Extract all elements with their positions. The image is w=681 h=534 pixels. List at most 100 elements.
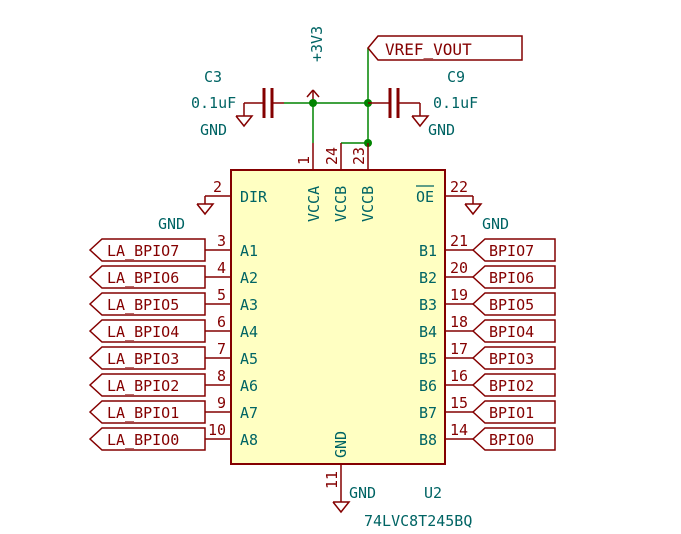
net-label-shape[interactable] — [88, 346, 206, 370]
pin-number: 7 — [217, 340, 226, 358]
oe-gnd-label: GND — [482, 215, 509, 233]
pin-number: 6 — [217, 313, 226, 331]
pin-number: 18 — [450, 313, 468, 331]
net-label-shape[interactable] — [88, 292, 206, 316]
pin-name: B6 — [419, 377, 437, 395]
pin-vccb-name: VCCB — [332, 186, 350, 222]
pin-23-number: 23 — [350, 147, 368, 165]
pin-vccb-name: VCCB — [359, 186, 377, 222]
net-label: LA_BPIO7 — [107, 242, 179, 260]
vref-vout-label-shape[interactable] — [367, 35, 523, 61]
pin-22-number: 22 — [450, 178, 468, 196]
pin-name: A2 — [240, 269, 258, 287]
net-label-shape[interactable] — [88, 400, 206, 424]
net-label-shape[interactable] — [88, 427, 206, 451]
pin-number: 4 — [217, 259, 226, 277]
pin-name: B8 — [419, 431, 437, 449]
pin-name: B7 — [419, 404, 437, 422]
net-label: BPIO6 — [489, 269, 534, 287]
pin-number: 14 — [450, 421, 468, 439]
pin-name: B5 — [419, 350, 437, 368]
net-label: BPIO3 — [489, 350, 534, 368]
net-label: LA_BPIO6 — [107, 269, 179, 287]
net-label-shape[interactable] — [471, 346, 556, 370]
pin-gnd-wire — [332, 464, 351, 514]
c9-ref: C9 — [447, 68, 465, 86]
power-3v3-label: +3V3 — [308, 26, 326, 62]
c9-gnd-label: GND — [428, 121, 455, 139]
pin-number: 21 — [450, 232, 468, 250]
pin-24-number: 24 — [323, 147, 341, 165]
c3-ref: C3 — [204, 68, 222, 86]
net-label-shape[interactable] — [471, 292, 556, 316]
pin-name: A7 — [240, 404, 258, 422]
c3-gnd-label: GND — [200, 121, 227, 139]
net-label: BPIO2 — [489, 377, 534, 395]
net-label-shape[interactable] — [471, 238, 556, 262]
pin-oe-wire — [445, 195, 483, 216]
net-label: LA_BPIO1 — [107, 404, 179, 422]
pin-number: 9 — [217, 394, 226, 412]
net-label-shape[interactable] — [471, 400, 556, 424]
ic-part: 74LVC8T245BQ — [364, 512, 472, 530]
pin-gnd-name: GND — [332, 431, 350, 458]
pin-number: 10 — [208, 421, 226, 439]
net-label-shape[interactable] — [471, 373, 556, 397]
net-label: LA_BPIO3 — [107, 350, 179, 368]
pin-dir-wire — [196, 195, 231, 216]
dir-gnd-label: GND — [158, 215, 185, 233]
pin-number: 19 — [450, 286, 468, 304]
pin-number: 15 — [450, 394, 468, 412]
net-label-shape[interactable] — [471, 319, 556, 343]
net-label-shape[interactable] — [88, 238, 206, 262]
net-label-shape[interactable] — [88, 319, 206, 343]
pin-number: 16 — [450, 367, 468, 385]
pin-name: B2 — [419, 269, 437, 287]
wires — [284, 48, 369, 144]
pin-name: A4 — [240, 323, 258, 341]
ic-body[interactable] — [230, 169, 446, 465]
pin-name: B3 — [419, 296, 437, 314]
pin-name: A5 — [240, 350, 258, 368]
pin-name: A8 — [240, 431, 258, 449]
pin-oe-name: OE — [416, 188, 434, 206]
pin-number: 3 — [217, 232, 226, 250]
pin-name: A6 — [240, 377, 258, 395]
net-label: LA_BPIO2 — [107, 377, 179, 395]
pin-number: 8 — [217, 367, 226, 385]
net-label: BPIO7 — [489, 242, 534, 260]
c9-value: 0.1uF — [433, 94, 478, 112]
pin-dir-name: DIR — [240, 188, 268, 206]
top-pin-wires — [312, 143, 369, 170]
net-label: BPIO0 — [489, 431, 534, 449]
pin-2-number: 2 — [213, 178, 222, 196]
net-label: BPIO5 — [489, 296, 534, 314]
pin-name: B4 — [419, 323, 437, 341]
net-label: LA_BPIO4 — [107, 323, 179, 341]
capacitor-c9[interactable] — [368, 88, 430, 128]
pin-number: 5 — [217, 286, 226, 304]
net-label: LA_BPIO0 — [107, 431, 179, 449]
capacitor-c3[interactable] — [235, 88, 284, 128]
pin-name: A3 — [240, 296, 258, 314]
vref-vout-label: VREF_VOUT — [385, 40, 472, 59]
net-label: LA_BPIO5 — [107, 296, 179, 314]
junction-dot — [309, 99, 317, 107]
ic-ref: U2 — [424, 484, 442, 502]
pin-1-number: 1 — [295, 156, 313, 165]
net-label: BPIO1 — [489, 404, 534, 422]
net-label-shape[interactable] — [88, 373, 206, 397]
pin-number: 20 — [450, 259, 468, 277]
pin-11-number: 11 — [323, 471, 341, 489]
net-label-shape[interactable] — [471, 427, 556, 451]
net-label-shape[interactable] — [471, 265, 556, 289]
pin-name: A1 — [240, 242, 258, 260]
pin-vcca-name: VCCA — [305, 186, 323, 222]
pin-name: B1 — [419, 242, 437, 260]
c3-value: 0.1uF — [191, 94, 236, 112]
net-label-shape[interactable] — [88, 265, 206, 289]
bottom-gnd-label: GND — [349, 484, 376, 502]
